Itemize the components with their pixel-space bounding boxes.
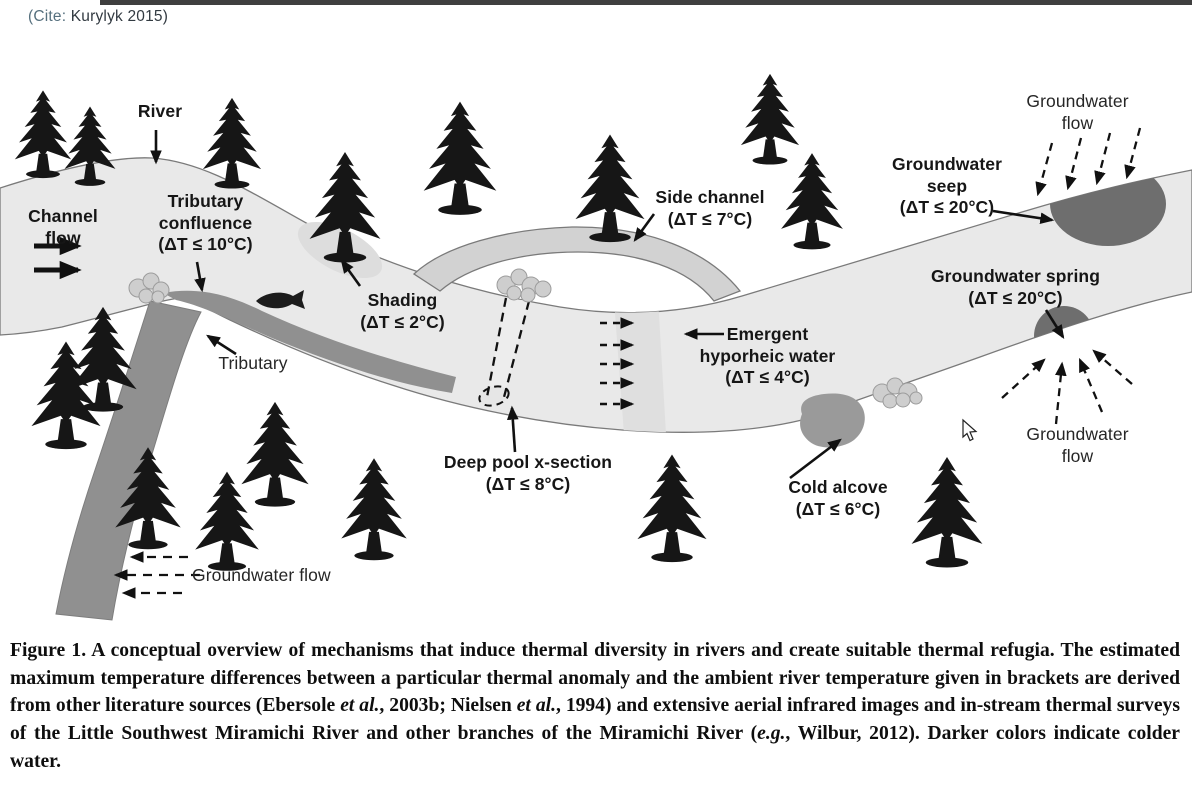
label-line: Groundwater: [1026, 424, 1129, 444]
channel-flow-arrows: [34, 236, 82, 280]
cursor-pointer-icon: [962, 418, 978, 442]
label-line: flow: [45, 227, 81, 248]
groundwater-spring-zone: [1034, 306, 1094, 366]
label-line: Emergent: [726, 324, 809, 344]
groundwater-flow-arrows-bottom-right: [1001, 349, 1133, 425]
label-line: Groundwater: [1026, 91, 1129, 111]
caption-segment: et al.: [340, 695, 380, 717]
label-line: (ΔT ≤ 20°C): [968, 287, 1063, 308]
boulder-cluster-icon: [496, 268, 552, 303]
label-shading: Shading (ΔT ≤ 2°C): [330, 290, 475, 333]
fish-icon: [256, 290, 305, 309]
label-line: Groundwater flow: [192, 565, 331, 585]
label-river: River: [125, 101, 195, 123]
tributary-confluence-plume: [163, 290, 456, 393]
label-deep-pool: Deep pool x-section (ΔT ≤ 8°C): [423, 452, 633, 495]
label-line: River: [137, 101, 183, 121]
label-groundwater-flow-top-right: Groundwater flow: [1010, 91, 1145, 134]
deep-pool-xsection: [478, 297, 531, 407]
caption-segment: Figure 1. A conceptual overview of mecha…: [10, 640, 1180, 717]
label-line: confluence: [158, 212, 253, 233]
side-channel-loop: [412, 226, 742, 302]
citation-text: Kurylyk 2015): [70, 8, 169, 25]
label-line: (ΔT ≤ 8°C): [485, 473, 571, 494]
label-line: Tributary: [167, 191, 244, 211]
label-tributary: Tributary: [198, 353, 308, 375]
label-line: Side channel: [655, 187, 765, 207]
figure-caption: Figure 1. A conceptual overview of mecha…: [10, 637, 1180, 775]
river-diagram: [0, 73, 1192, 621]
label-line: Tributary: [218, 353, 288, 373]
label-line: Cold alcove: [788, 477, 888, 497]
label-line: Shading: [367, 290, 438, 310]
citation-prefix: (Cite:: [28, 8, 71, 25]
label-line: seep: [926, 175, 968, 196]
label-cold-alcove: Cold alcove (ΔT ≤ 6°C): [763, 477, 913, 520]
label-groundwater-seep: Groundwater seep (ΔT ≤ 20°C): [868, 154, 1026, 219]
label-groundwater-flow-bottom-left: Groundwater flow: [192, 565, 362, 587]
caption-segment: et al.: [516, 695, 556, 717]
label-line: hyporheic water: [699, 345, 836, 366]
caption-segment: , 1994) and extensive aerial infrared im…: [10, 695, 1180, 744]
label-emergent-hyporheic: Emergent hyporheic water (ΔT ≤ 4°C): [680, 324, 855, 389]
solid-arrow-icon: [150, 130, 1065, 480]
caption-segment: , Wilbur, 2012). Darker colors indicate …: [10, 722, 1180, 772]
label-line: Groundwater spring: [930, 266, 1101, 286]
hyporheic-flow-arrows: [600, 317, 635, 410]
label-line: (ΔT ≤ 7°C): [667, 208, 753, 229]
label-line: Deep pool x-section: [443, 452, 613, 472]
caption-segment: e.g.: [757, 722, 786, 744]
boulder-cluster-icon: [872, 377, 923, 409]
label-line: flow: [1061, 112, 1094, 133]
tributary-stream: [55, 300, 202, 621]
groundwater-seep-zone: [1050, 162, 1166, 246]
label-line: (ΔT ≤ 6°C): [795, 498, 881, 519]
label-line: Channel: [28, 206, 98, 226]
label-groundwater-spring: Groundwater spring (ΔT ≤ 20°C): [903, 266, 1128, 309]
label-tributary-confluence: Tributary confluence (ΔT ≤ 10°C): [128, 191, 283, 256]
top-edge-bar: [100, 0, 1192, 5]
label-groundwater-flow-bottom-right: Groundwater flow: [1010, 424, 1145, 467]
boulder-cluster-icon: [128, 272, 170, 304]
label-line: (ΔT ≤ 4°C): [725, 367, 810, 387]
label-line: (ΔT ≤ 20°C): [899, 197, 995, 217]
label-line: (ΔT ≤ 2°C): [360, 311, 445, 332]
citation: (Cite: Kurylyk 2015): [28, 8, 168, 26]
groundwater-flow-arrows-bottom-left: [113, 551, 200, 599]
caption-segment: , 2003b; Nielsen: [379, 695, 517, 717]
label-side-channel: Side channel (ΔT ≤ 7°C): [630, 187, 790, 230]
label-channel-flow: Channel flow: [8, 206, 118, 249]
label-line: flow: [1061, 445, 1094, 466]
cold-alcove-zone: [800, 393, 865, 448]
label-line: Groundwater: [892, 154, 1002, 174]
groundwater-flow-arrows-top-right: [1035, 127, 1142, 197]
label-line: (ΔT ≤ 10°C): [158, 234, 253, 254]
